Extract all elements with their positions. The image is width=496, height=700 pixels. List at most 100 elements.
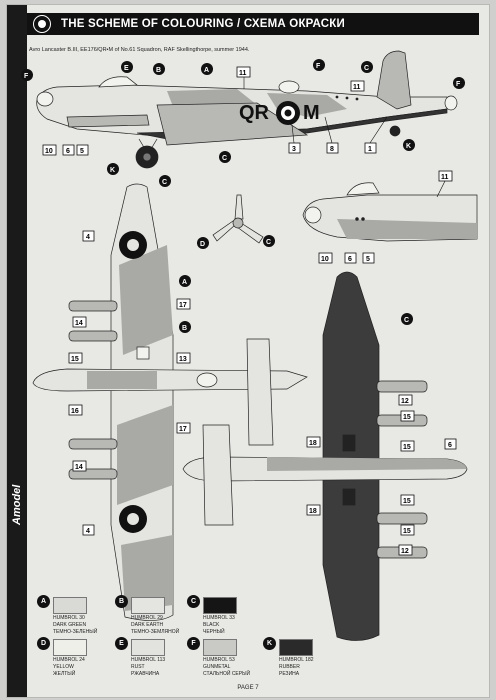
- svg-text:18: 18: [309, 508, 317, 515]
- callout-5: 5: [80, 148, 84, 155]
- svg-text:F: F: [316, 63, 321, 70]
- paint-name-en: RUBBER: [279, 664, 300, 670]
- svg-text:C: C: [364, 65, 369, 72]
- svg-text:A: A: [204, 67, 209, 74]
- callout-6: 6: [66, 148, 70, 155]
- callout-3: 3: [292, 146, 296, 153]
- paint-code: HUMBROL 113: [131, 657, 166, 663]
- svg-text:K: K: [406, 143, 411, 150]
- svg-text:B: B: [182, 325, 187, 332]
- aircraft-drawings: QR M 10 6 5 3 8 1 11 11 F E B A F C F C …: [21, 50, 478, 641]
- paint-name-ru: ТЕМНО-ЗЕМЛЯНОЙ: [131, 629, 180, 635]
- paint-code: HUMBROL 29: [131, 615, 163, 621]
- top-view: [32, 183, 308, 621]
- svg-text:4: 4: [86, 528, 90, 535]
- svg-text:K: K: [110, 167, 115, 174]
- side-view-callouts: 10 6 5 3 8 1 11 11: [42, 66, 388, 156]
- callout-1: 1: [368, 146, 372, 153]
- paint-name-ru: РЕЗИНА: [279, 671, 300, 677]
- page-number: PAGE 7: [237, 685, 259, 691]
- paint-name-ru: СТАЛЬНОЙ СЕРЫЙ: [203, 671, 251, 677]
- svg-text:5: 5: [366, 256, 370, 263]
- legend-letter: F: [187, 637, 200, 650]
- legend-letter: E: [115, 637, 128, 650]
- svg-text:11: 11: [441, 174, 449, 181]
- svg-text:15: 15: [403, 498, 411, 505]
- aircraft-caption: Avro Lancaster B.III, EE176/QR•M of No.6…: [29, 47, 250, 53]
- paint-name-ru: ЖЕЛТЫЙ: [53, 671, 76, 677]
- svg-text:C: C: [162, 179, 167, 186]
- propeller-drawing: [212, 194, 264, 244]
- paint-name-en: DARK EARTH: [131, 622, 164, 628]
- legend-letter: D: [37, 637, 50, 650]
- svg-text:15: 15: [403, 444, 411, 451]
- svg-text:B: B: [156, 67, 161, 74]
- legend-letter: B: [115, 595, 128, 608]
- side-stripe: Amodel: [7, 5, 27, 697]
- paint-code: HUMBROL 30: [53, 615, 85, 621]
- colour-swatch: [131, 639, 165, 656]
- svg-text:F: F: [456, 81, 461, 88]
- nose-detail-callouts: 10 6 5 11: [318, 170, 453, 264]
- bottom-view: [182, 271, 468, 641]
- svg-text:4: 4: [86, 234, 90, 241]
- fuselage-code-left: QR: [239, 102, 270, 124]
- colour-swatch: [131, 597, 165, 614]
- svg-text:E: E: [124, 65, 129, 72]
- callout-8: 8: [330, 146, 334, 153]
- paint-code: HUMBROL 182: [279, 657, 314, 663]
- colour-swatch: [53, 597, 87, 614]
- top-view-letter-callouts: A B: [179, 275, 191, 333]
- svg-text:C: C: [404, 317, 409, 324]
- svg-text:15: 15: [71, 356, 79, 363]
- svg-text:15: 15: [403, 528, 411, 535]
- fuselage-code-right: M: [303, 102, 320, 124]
- svg-text:12: 12: [401, 548, 409, 555]
- instruction-sheet: Amodel THE SCHEME OF COLOURING / СХЕМА О…: [6, 4, 490, 698]
- svg-text:17: 17: [179, 302, 187, 309]
- svg-text:A: A: [182, 279, 187, 286]
- svg-text:D: D: [200, 241, 205, 248]
- legend-letter: A: [37, 595, 50, 608]
- callout-11: 11: [239, 70, 247, 77]
- roundel-icon: [33, 15, 51, 33]
- nose-detail-view: [302, 182, 478, 242]
- paint-name-ru: ТЕМНО-ЗЕЛЕНЫЙ: [53, 629, 98, 635]
- paint-code: HUMBROL 53: [203, 657, 235, 663]
- callout-10: 10: [45, 148, 53, 155]
- svg-text:C: C: [222, 155, 227, 162]
- svg-text:12: 12: [401, 398, 409, 405]
- paint-name-en: BLACK: [203, 622, 220, 628]
- paint-name-en: RUST: [131, 664, 145, 670]
- legend-letter: C: [187, 595, 200, 608]
- colour-swatch: [279, 639, 313, 656]
- svg-text:F: F: [24, 73, 29, 80]
- svg-text:13: 13: [179, 356, 187, 363]
- paint-name-ru: ЧЕРНЫЙ: [203, 629, 225, 635]
- svg-text:18: 18: [309, 440, 317, 447]
- side-view-letter-callouts: F E B A F C F C K C K: [21, 59, 465, 187]
- paint-name-en: DARK GREEN: [53, 622, 87, 628]
- callout-11b: 11: [353, 84, 361, 91]
- side-view: [36, 50, 458, 169]
- paint-name-en: YELLOW: [53, 664, 74, 670]
- bottom-view-callouts: 12 15 15 15 15 12 18 18 6: [306, 394, 457, 556]
- svg-text:15: 15: [403, 414, 411, 421]
- svg-text:14: 14: [75, 464, 83, 471]
- svg-text:6: 6: [448, 442, 452, 449]
- paint-code: HUMBROL 24: [53, 657, 85, 663]
- paint-name-ru: РЖАВЧИНА: [131, 671, 160, 677]
- paint-name-en: GUNMETAL: [203, 664, 231, 670]
- colour-swatch: [203, 639, 237, 656]
- page-title: THE SCHEME OF COLOURING / СХЕМА ОКРАСКИ: [27, 13, 479, 35]
- propeller-letter-callouts: D C: [197, 235, 275, 249]
- svg-text:10: 10: [321, 256, 329, 263]
- svg-text:17: 17: [179, 426, 187, 433]
- colour-swatch: [203, 597, 237, 614]
- svg-text:16: 16: [71, 408, 79, 415]
- paint-code: HUMBROL 33: [203, 615, 235, 621]
- top-view-callouts: 4 4 17 17 15 16 13 14 14: [68, 230, 191, 536]
- svg-text:14: 14: [75, 320, 83, 327]
- svg-text:6: 6: [348, 256, 352, 263]
- colour-swatch: [53, 639, 87, 656]
